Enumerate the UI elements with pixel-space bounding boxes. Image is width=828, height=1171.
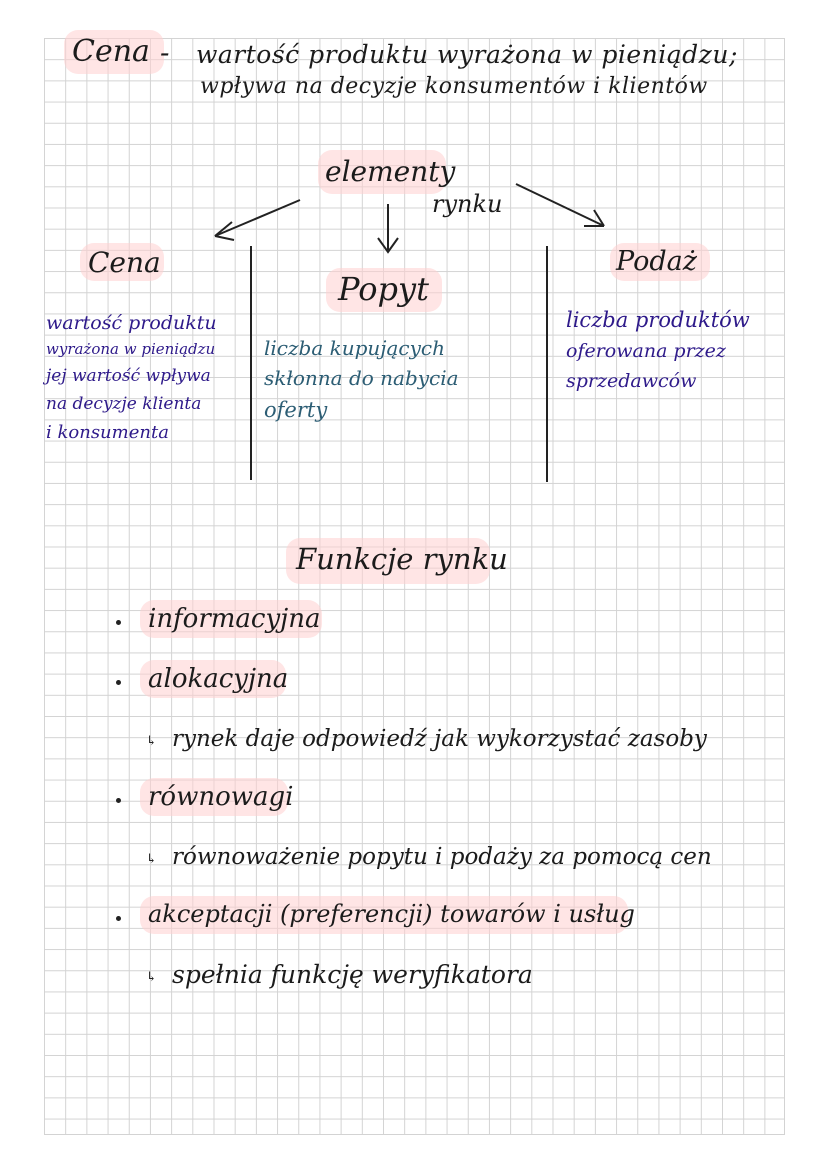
function-note-alokacyjna: rynek daje odpowiedź jak wykorzystać zas… <box>172 726 707 752</box>
sub-arrow-icon: ↳ <box>146 970 157 985</box>
arrow-left-icon <box>214 199 301 237</box>
function-note-rownowagi: równoważenie popytu i podaży za pomocą c… <box>172 844 712 870</box>
header-dash: - <box>160 36 170 69</box>
column-left-line2: wyrażona w pieniądzu <box>46 340 216 358</box>
column-right-title: Podaż <box>616 246 697 277</box>
column-right-line3: sprzedawców <box>566 370 697 392</box>
functions-title: Funkcje rynku <box>296 542 508 576</box>
column-left-title: Cena <box>88 246 161 279</box>
header-definition-line2: wpływa na decyzje konsumentów i klientów <box>200 74 708 99</box>
column-middle-title: Popyt <box>338 270 429 308</box>
bullet-icon <box>116 620 121 625</box>
column-left-line4: na decyzje klienta <box>46 394 202 414</box>
function-item-rownowagi: równowagi <box>148 782 294 812</box>
header-term: Cena <box>72 34 150 69</box>
diagram-center-title-line2: rynku <box>432 190 503 218</box>
divider-left <box>250 246 252 480</box>
grid-paper <box>44 38 785 1135</box>
bullet-icon <box>116 916 121 921</box>
column-right-line2: oferowana przez <box>566 340 726 362</box>
function-note-akceptacji: spełnia funkcję weryfikatora <box>172 960 533 989</box>
divider-right <box>546 246 548 482</box>
diagram-center-title-line1: elementy <box>325 155 456 188</box>
column-left-line1: wartość produktu <box>46 312 217 334</box>
column-left-line5: i konsumenta <box>46 422 169 443</box>
function-item-akceptacji: akceptacji (preferencji) towarów i usług <box>148 900 635 928</box>
column-middle-line1: liczba kupujących <box>264 336 446 360</box>
header-definition-line1: wartość produktu wyrażona w pieniądzu; <box>196 40 738 69</box>
column-right-line1: liczba produktów <box>566 308 750 332</box>
column-middle-line3: oferty <box>264 398 328 422</box>
bullet-icon <box>116 680 121 685</box>
sub-arrow-icon: ↳ <box>146 852 157 867</box>
bullet-icon <box>116 798 121 803</box>
column-middle-line2: skłonna do nabycia <box>264 366 459 390</box>
sub-arrow-icon: ↳ <box>146 734 157 749</box>
column-left-line3: jej wartość wpływa <box>46 366 211 386</box>
function-item-informacyjna: informacyjna <box>148 604 321 634</box>
arrow-right-icon <box>515 183 605 227</box>
function-item-alokacyjna: alokacyjna <box>148 664 289 694</box>
